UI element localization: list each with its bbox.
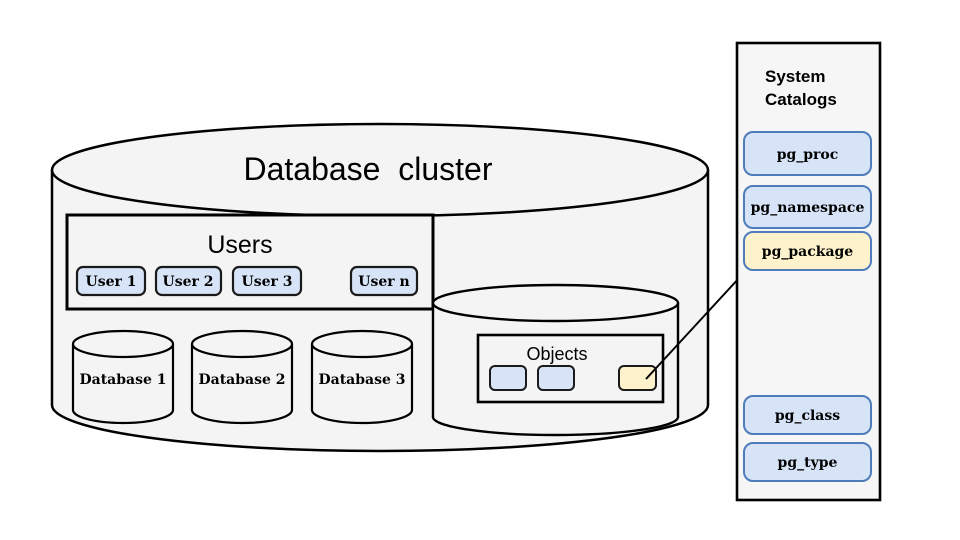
catalog-item-pg-proc-label: pg_proc <box>777 147 839 163</box>
user-chip-3: User 3 <box>231 265 303 297</box>
object-chip-2 <box>537 365 575 391</box>
database-cylinder-1: Database 1 <box>71 329 175 425</box>
objects-cylinder: Objects <box>431 283 680 437</box>
database-cylinder-3: Database 3 <box>310 329 414 425</box>
catalog-item-pg-namespace: pg_namespace <box>743 185 872 229</box>
object-to-pg-package-arrow <box>645 262 754 380</box>
system-catalogs-panel: System Catalogs pg_proc pg_namespace pg_… <box>735 41 882 502</box>
database-cylinder-2: Database 2 <box>190 329 294 425</box>
catalog-item-pg-namespace-label: pg_namespace <box>751 200 865 216</box>
database-1-label: Database 1 <box>79 372 166 388</box>
catalog-item-pg-type: pg_type <box>743 442 872 482</box>
user-chip-1: User 1 <box>75 265 147 297</box>
catalog-item-pg-package: pg_package <box>743 231 872 271</box>
users-box: Users User 1 User 2 User 3 User n <box>65 213 435 311</box>
catalog-item-pg-type-label: pg_type <box>778 455 838 471</box>
database-3-label: Database 3 <box>318 372 405 388</box>
object-chip-highlighted <box>618 365 657 391</box>
cluster-title: Database cluster <box>243 151 492 187</box>
database-2-label: Database 2 <box>198 372 285 388</box>
catalog-item-pg-class-label: pg_class <box>775 408 840 424</box>
system-catalogs-title-line1: System <box>765 67 825 86</box>
object-chip-1 <box>489 365 527 391</box>
users-title: Users <box>207 231 272 259</box>
user-chip-3-label: User 3 <box>242 274 293 290</box>
user-chip-2: User 2 <box>154 265 223 297</box>
objects-title: Objects <box>526 344 587 364</box>
user-chip-1-label: User 1 <box>86 274 137 290</box>
catalog-item-pg-class: pg_class <box>743 395 872 435</box>
system-catalogs-title-line2: Catalogs <box>765 90 837 109</box>
catalog-item-pg-proc: pg_proc <box>743 131 872 176</box>
user-chip-n: User n <box>349 265 419 297</box>
user-chip-2-label: User 2 <box>163 274 214 290</box>
user-chip-n-label: User n <box>358 274 409 290</box>
objects-box: Objects <box>476 333 665 404</box>
catalog-item-pg-package-label: pg_package <box>762 244 854 260</box>
